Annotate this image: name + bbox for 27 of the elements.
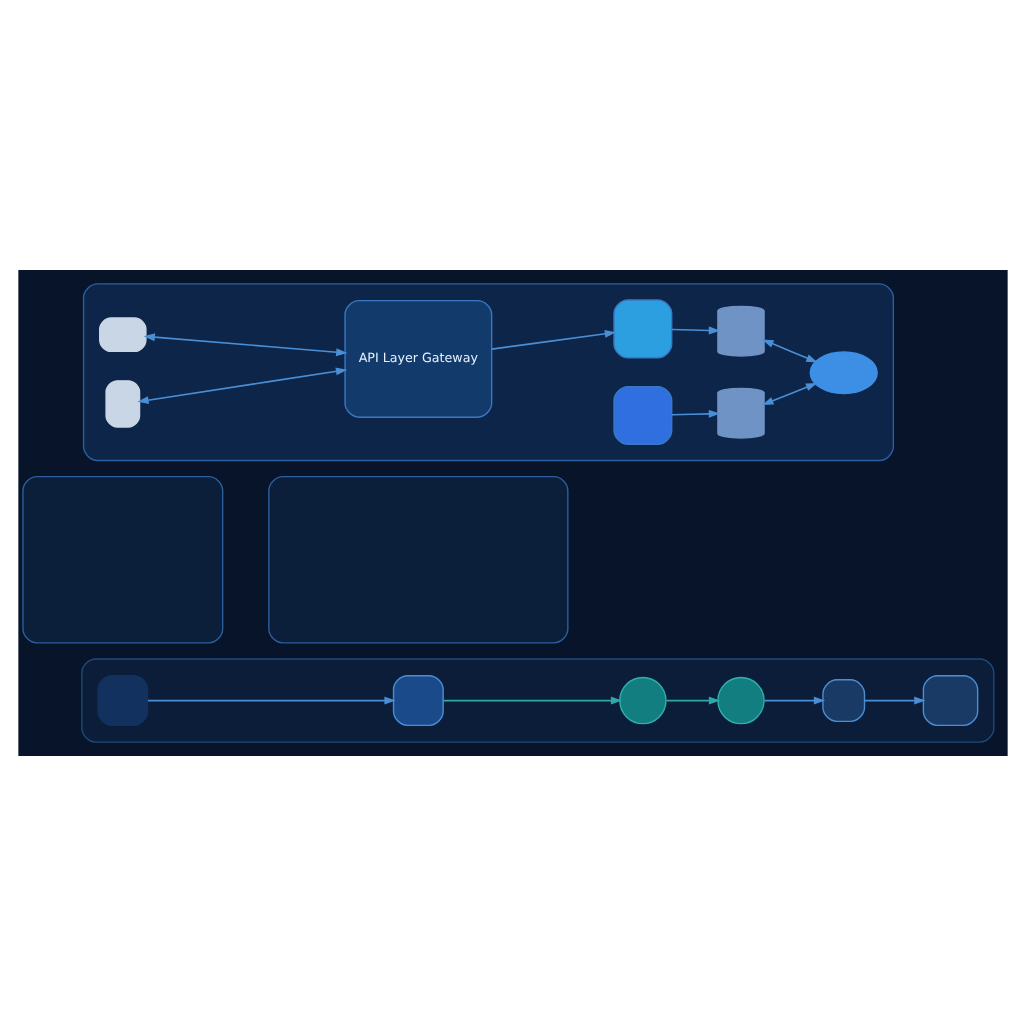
node-box [821, 678, 865, 722]
node-box [98, 316, 146, 352]
node-box [921, 674, 978, 726]
arrow [761, 338, 817, 362]
arrow [146, 695, 395, 704]
arrow [669, 408, 720, 417]
arrow [862, 695, 925, 704]
node-cloud [808, 350, 877, 394]
arrow [142, 332, 347, 356]
arrow [441, 695, 622, 704]
arrow [490, 328, 616, 349]
arrow [761, 381, 817, 405]
arrow [136, 366, 347, 404]
node-box [267, 474, 568, 643]
arrow [669, 325, 720, 334]
arrow [762, 695, 825, 704]
node-box [612, 298, 672, 358]
node-box [612, 384, 672, 444]
cluster [81, 282, 894, 461]
node-box [104, 379, 140, 427]
node-box [21, 474, 223, 643]
node-circle [618, 675, 666, 724]
cluster [80, 657, 994, 742]
arrow [664, 695, 720, 704]
node-circle [716, 675, 764, 724]
node-box [96, 674, 148, 726]
node-box [391, 674, 443, 726]
